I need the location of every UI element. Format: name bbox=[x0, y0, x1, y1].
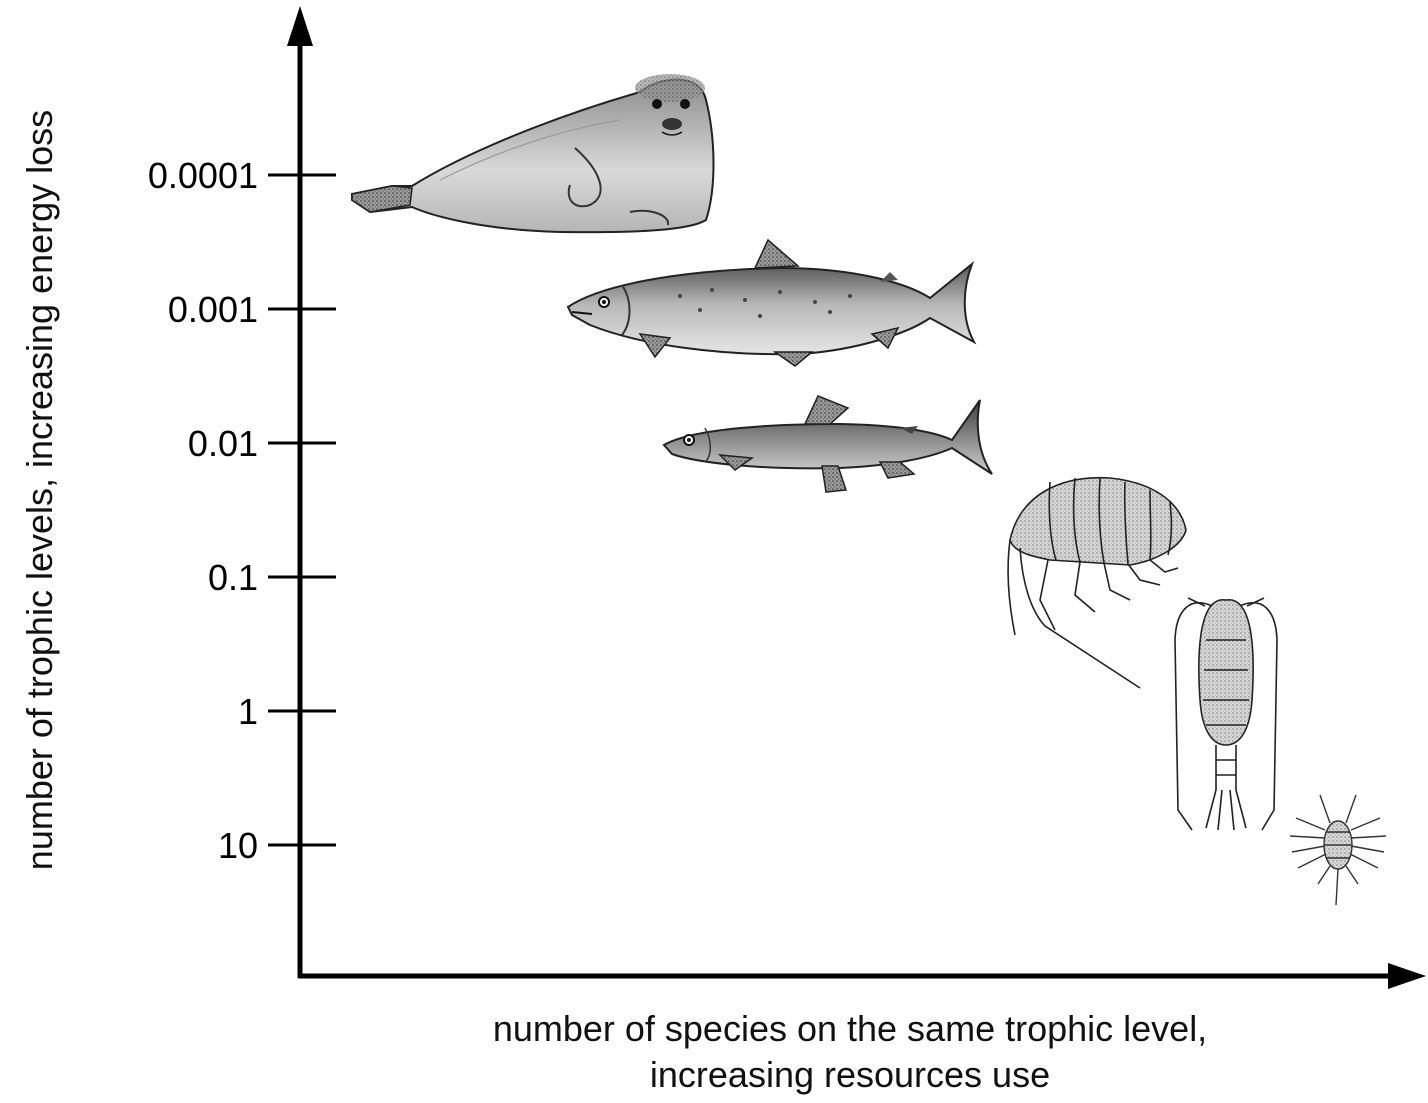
small-fish-icon bbox=[664, 396, 992, 492]
x-axis-title: number of species on the same trophic le… bbox=[440, 1006, 1260, 1098]
x-axis-arrowhead bbox=[1388, 963, 1426, 989]
x-axis-label-line2: increasing resources use bbox=[440, 1052, 1260, 1098]
salmon-icon bbox=[568, 240, 974, 366]
y-axis-arrowhead bbox=[287, 6, 313, 46]
tick-label: 0.01 bbox=[188, 423, 258, 464]
tick-label: 1 bbox=[238, 691, 258, 732]
x-axis-label-line1: number of species on the same trophic le… bbox=[440, 1006, 1260, 1052]
copepod-icon bbox=[1175, 598, 1277, 830]
y-axis-label: number of trophic levels, increasing ene… bbox=[19, 110, 61, 870]
amphipod-icon bbox=[1008, 478, 1186, 688]
nauplius-icon bbox=[1290, 795, 1386, 905]
y-ticks: 0.0001 0.001 0.01 0.1 1 10 bbox=[148, 155, 336, 866]
tick-label: 0.001 bbox=[168, 289, 258, 330]
x-axis bbox=[298, 963, 1426, 989]
tick-label: 0.0001 bbox=[148, 155, 258, 196]
y-axis bbox=[287, 6, 313, 978]
seal-icon bbox=[352, 74, 714, 232]
tick-label: 10 bbox=[218, 825, 258, 866]
tick-label: 0.1 bbox=[208, 557, 258, 598]
